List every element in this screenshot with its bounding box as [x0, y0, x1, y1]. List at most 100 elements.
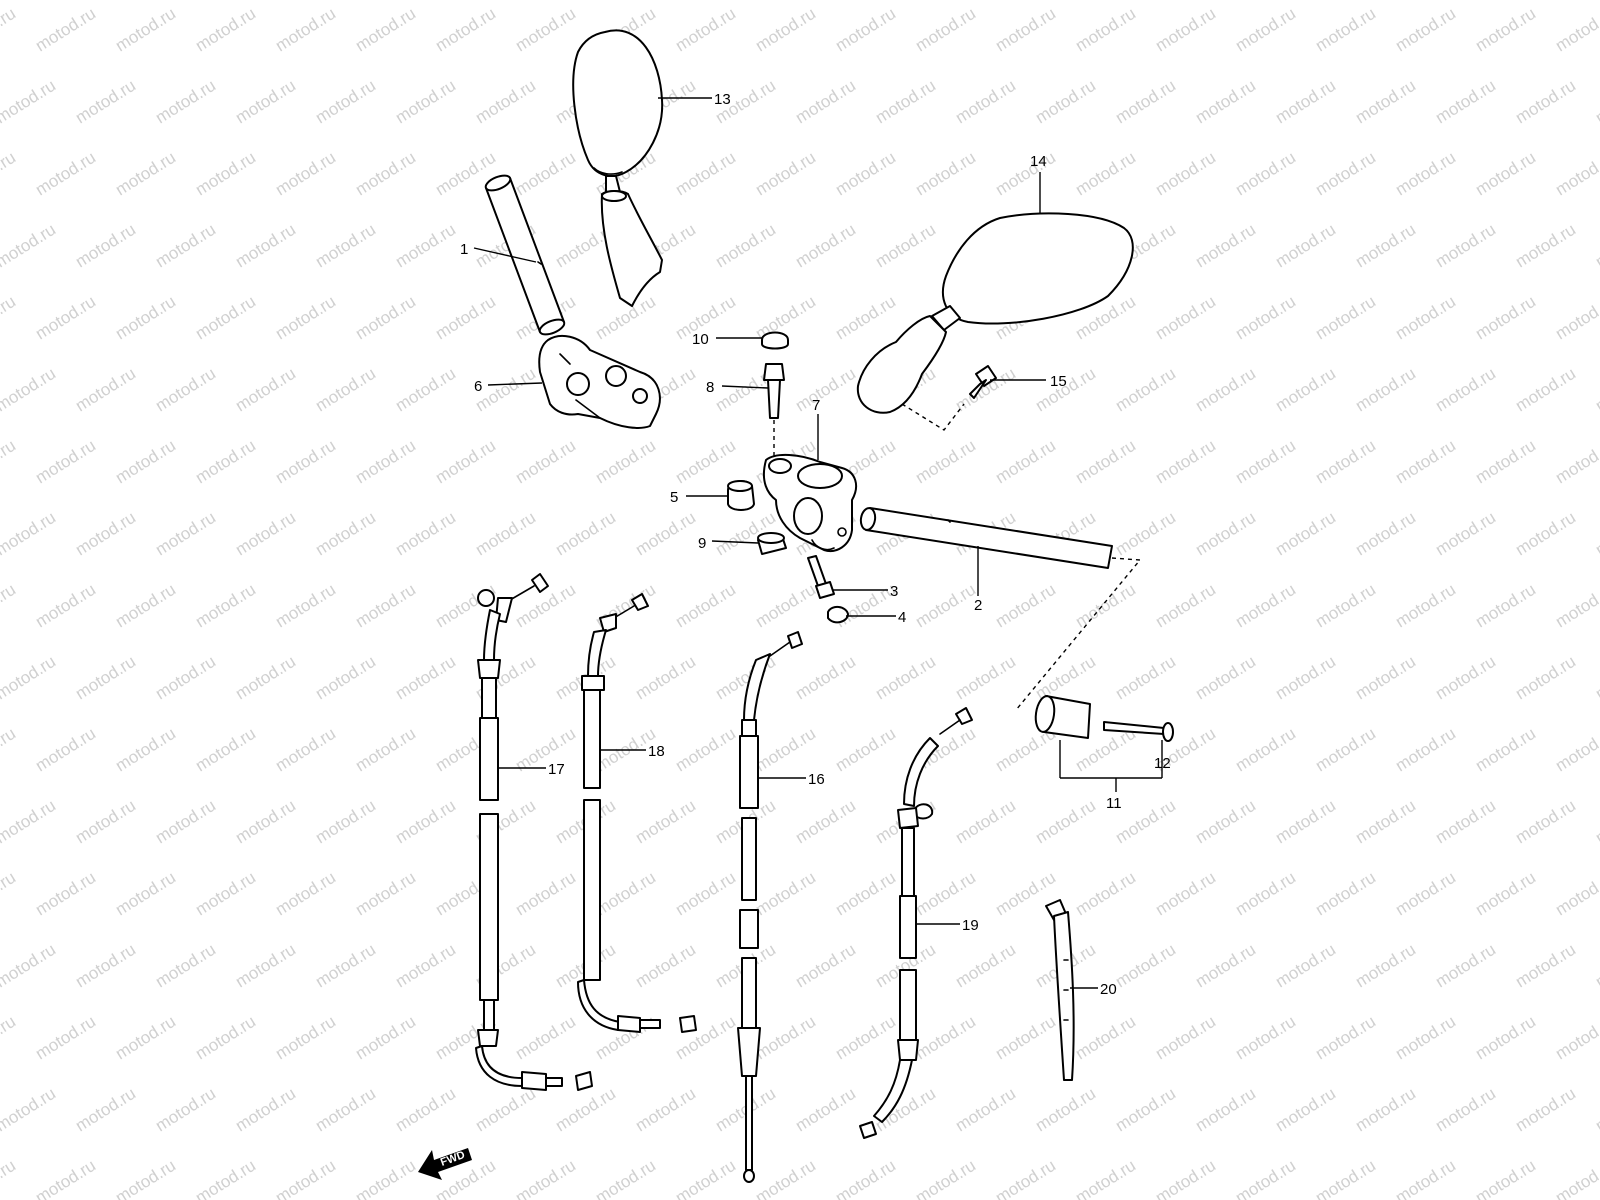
watermark-text: motod.ru: [1232, 436, 1299, 488]
watermark-text: motod.ru: [312, 940, 379, 992]
watermark-text: motod.ru: [32, 4, 99, 56]
watermark-text: motod.ru: [632, 940, 699, 992]
callout-18: 18: [648, 743, 665, 760]
watermark-text: motod.ru: [0, 1156, 19, 1200]
part-8-bolt[interactable]: [763, 363, 785, 464]
part-2-handlebar[interactable]: [859, 507, 1113, 569]
callout-10: 10: [692, 331, 709, 348]
watermark-text: motod.ru: [352, 868, 419, 920]
watermark-text: motod.ru: [1232, 292, 1299, 344]
watermark-text: motod.ru: [832, 4, 899, 56]
watermark-text: motod.ru: [1552, 148, 1600, 200]
watermark-text: motod.ru: [392, 652, 459, 704]
watermark-text: motod.ru: [672, 148, 739, 200]
watermark-text: motod.ru: [392, 364, 459, 416]
watermark-text: motod.ru: [0, 1084, 59, 1136]
watermark-text: motod.ru: [1112, 796, 1179, 848]
callout-3: 3: [890, 583, 898, 600]
part-1-grip-tube[interactable]: [484, 173, 567, 338]
watermark-text: motod.ru: [0, 148, 19, 200]
watermark-text: motod.ru: [32, 724, 99, 776]
watermark-text: motod.ru: [1472, 436, 1539, 488]
watermark-text: motod.ru: [1272, 76, 1339, 128]
part-12-bar-end-bolt[interactable]: [1103, 721, 1174, 742]
watermark-text: motod.ru: [192, 436, 259, 488]
watermark-text: motod.ru: [1192, 652, 1259, 704]
watermark-text: motod.ru: [352, 1012, 419, 1064]
watermark-text: motod.ru: [112, 868, 179, 920]
watermark-text: motod.ru: [0, 580, 19, 632]
watermark-text: motod.ru: [1592, 364, 1600, 416]
part-3-bolt[interactable]: [807, 555, 835, 599]
watermark-text: motod.ru: [752, 1012, 819, 1064]
part-4-clip[interactable]: [827, 606, 849, 624]
callout-8: 8: [706, 379, 714, 396]
watermark-text: motod.ru: [0, 436, 19, 488]
watermark-text: motod.ru: [872, 652, 939, 704]
watermark-text: motod.ru: [872, 76, 939, 128]
part-20-cable-tie[interactable]: [1045, 899, 1075, 1081]
watermark-text: motod.ru: [432, 4, 499, 56]
watermark-text: motod.ru: [232, 1084, 299, 1136]
watermark-text: motod.ru: [672, 868, 739, 920]
part-9-nut[interactable]: [757, 532, 787, 555]
part-5-knob[interactable]: [727, 480, 755, 511]
part-17-cable[interactable]: [475, 573, 593, 1091]
watermark-text: motod.ru: [992, 1012, 1059, 1064]
watermark-text: motod.ru: [312, 508, 379, 560]
watermark-text: motod.ru: [912, 1012, 979, 1064]
watermark-text: motod.ru: [952, 940, 1019, 992]
watermark-text: motod.ru: [992, 148, 1059, 200]
callout-2: 2: [974, 597, 982, 614]
watermark-text: motod.ru: [1472, 148, 1539, 200]
part-19-cable[interactable]: [859, 707, 973, 1139]
part-14-right-mirror[interactable]: [856, 212, 1134, 431]
watermark-text: motod.ru: [72, 1084, 139, 1136]
watermark-text: motod.ru: [192, 868, 259, 920]
watermark-text: motod.ru: [1432, 220, 1499, 272]
part-16-cable[interactable]: [737, 631, 803, 1183]
watermark-text: motod.ru: [312, 1084, 379, 1136]
watermark-text: motod.ru: [1472, 4, 1539, 56]
watermark-text: motod.ru: [1232, 1012, 1299, 1064]
watermark-text: motod.ru: [192, 580, 259, 632]
part-13-left-mirror[interactable]: [572, 29, 664, 307]
callout-14: 14: [1030, 153, 1047, 170]
watermark-text: motod.ru: [952, 1084, 1019, 1136]
part-18-cable[interactable]: [577, 593, 697, 1033]
callout-7: 7: [812, 397, 820, 414]
watermark-text: motod.ru: [112, 1156, 179, 1200]
watermark-text: motod.ru: [352, 1156, 419, 1200]
watermark-text: motod.ru: [1472, 868, 1539, 920]
watermark-text: motod.ru: [832, 1156, 899, 1200]
watermark-text: motod.ru: [1352, 940, 1419, 992]
watermark-text: motod.ru: [1072, 868, 1139, 920]
watermark-text: motod.ru: [192, 1012, 259, 1064]
watermark-text: motod.ru: [1352, 364, 1419, 416]
callout-19: 19: [962, 917, 979, 934]
watermark-text: motod.ru: [392, 940, 459, 992]
watermark-text: motod.ru: [1112, 652, 1179, 704]
watermark-text: motod.ru: [152, 796, 219, 848]
watermark-text: motod.ru: [0, 652, 59, 704]
watermark-text: motod.ru: [232, 364, 299, 416]
part-7-right-holder[interactable]: [762, 454, 858, 552]
watermark-text: motod.ru: [752, 1156, 819, 1200]
watermark-text: motod.ru: [1512, 1084, 1579, 1136]
watermark-text: motod.ru: [472, 76, 539, 128]
part-6-left-holder[interactable]: [538, 334, 661, 429]
watermark-text: motod.ru: [1392, 1156, 1459, 1200]
part-11-bar-end-weight[interactable]: [1015, 557, 1142, 739]
watermark-text: motod.ru: [32, 436, 99, 488]
watermark-text: motod.ru: [752, 580, 819, 632]
watermark-text: motod.ru: [512, 4, 579, 56]
watermark-text: motod.ru: [1312, 436, 1379, 488]
part-15-screw[interactable]: [969, 365, 997, 399]
watermark-text: motod.ru: [752, 148, 819, 200]
watermark-text: motod.ru: [912, 1156, 979, 1200]
watermark-text: motod.ru: [1272, 364, 1339, 416]
watermark-text: motod.ru: [832, 868, 899, 920]
watermark-text: motod.ru: [472, 508, 539, 560]
watermark-text: motod.ru: [912, 868, 979, 920]
part-10-cap[interactable]: [761, 331, 789, 350]
